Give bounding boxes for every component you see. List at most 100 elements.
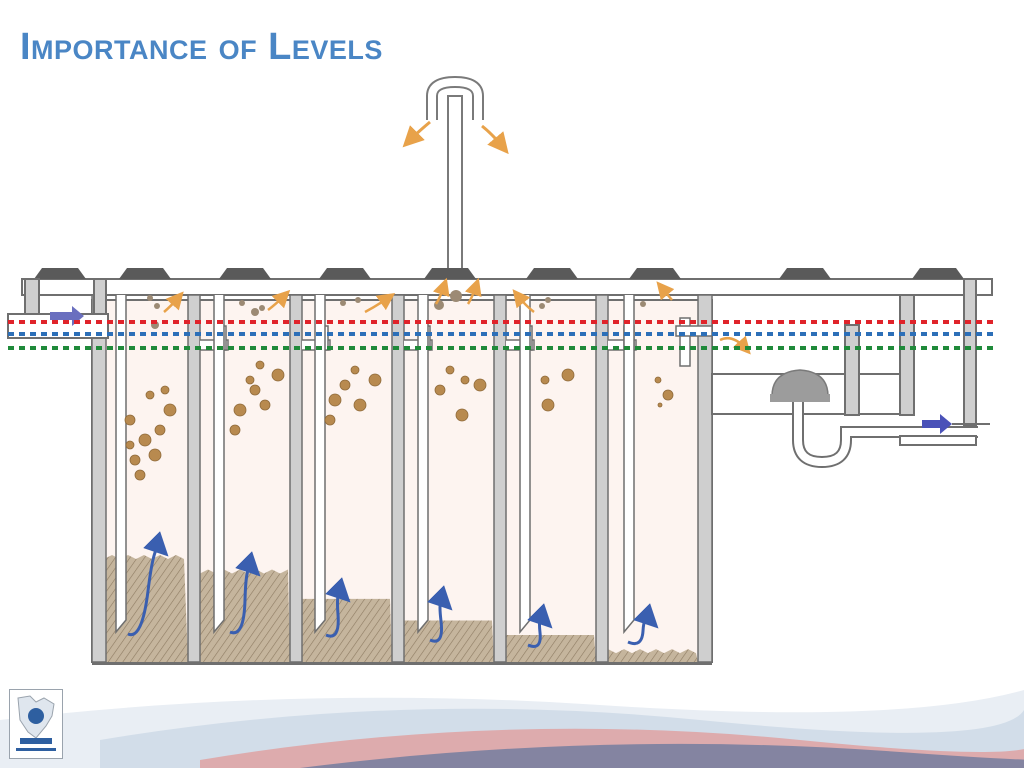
gas-bubble: [539, 303, 545, 309]
gas-bubble: [148, 448, 162, 462]
gas-bubble: [353, 398, 367, 412]
gas-bubble: [662, 389, 674, 401]
gas-bubble: [255, 360, 265, 370]
gas-bubble: [125, 440, 135, 450]
gas-arrow-icon: [464, 277, 482, 305]
gas-bubble: [434, 300, 444, 310]
chamber-wall: [289, 294, 303, 663]
chamber-wall: [391, 294, 405, 663]
gas-bubble: [657, 402, 663, 408]
hanging-baffle: [213, 295, 225, 635]
gas-bubble: [134, 469, 146, 481]
gas-bubble: [124, 414, 136, 426]
manhole-cover: [34, 268, 86, 279]
gas-bubble: [460, 375, 470, 385]
gas-arrow-icon: [267, 289, 291, 311]
upflow-arrows: [127, 531, 659, 648]
gas-bubble: [355, 297, 361, 303]
gas-bubble: [473, 378, 487, 392]
gas-bubble: [129, 454, 141, 466]
gas-bubble: [163, 403, 177, 417]
gas-bubble: [160, 385, 170, 395]
gas-bubble: [350, 365, 360, 375]
gas-bubble: [545, 297, 551, 303]
tank-floor: [92, 662, 712, 665]
sludge-chamber-4: [404, 618, 494, 662]
upflow-arrow-icon: [527, 603, 553, 648]
gas-bubble: [229, 424, 241, 436]
chamber-walls: [91, 294, 713, 665]
upflow-arrow-icon: [127, 531, 169, 637]
chamber-wall: [91, 294, 107, 663]
gas-bubble: [541, 398, 555, 412]
chamber-wall: [595, 294, 609, 663]
chamber-wall: [187, 294, 201, 663]
hanging-baffle: [623, 295, 635, 635]
gas-bubble: [455, 408, 469, 422]
gas-bubble: [271, 368, 285, 382]
chamber-wall: [697, 294, 713, 663]
filter-dome: [771, 369, 829, 397]
gas-bubble: [328, 393, 342, 407]
manhole-cover: [319, 268, 371, 279]
logo-icon: [9, 689, 63, 759]
footer-wave: [0, 690, 1024, 768]
vent-pipe-icon: [402, 75, 509, 272]
chamber-wall: [493, 294, 507, 663]
page-title: Importance of Levels: [20, 26, 383, 68]
manhole-cover: [526, 268, 578, 279]
manhole-cover: [119, 268, 171, 279]
gas-arrow-icon: [163, 291, 184, 313]
manhole-cover: [629, 268, 681, 279]
gas-bubble: [245, 375, 255, 385]
gas-bubble: [249, 384, 261, 396]
hanging-baffle: [417, 295, 429, 635]
gas-bubble: [445, 365, 455, 375]
gas-bubble: [145, 390, 155, 400]
gas-bubble: [154, 424, 166, 436]
gas-arrow-icon: [656, 281, 675, 301]
gas-bubble: [450, 290, 462, 302]
upflow-arrow-icon: [325, 577, 351, 638]
manhole-cover: [424, 268, 476, 279]
gas-bubble: [233, 403, 247, 417]
upflow-arrow-icon: [627, 603, 659, 646]
upflow-arrow-icon: [229, 551, 261, 635]
sludge-chamber-6: [608, 649, 698, 662]
outlet-arrow-icon: [922, 414, 952, 434]
manhole-cover: [219, 268, 271, 279]
manhole-cover: [912, 268, 964, 279]
gas-bubble: [147, 295, 153, 301]
gas-arrow-icon: [719, 335, 751, 355]
gas-bubble: [239, 300, 245, 306]
gas-bubble: [340, 300, 346, 306]
outlet-section: [711, 278, 990, 469]
gas-arrow-icon: [432, 277, 450, 305]
hanging-baffle: [314, 295, 326, 635]
gas-bubble: [640, 301, 646, 307]
gas-bubble: [251, 308, 259, 316]
gas-bubble: [259, 305, 265, 311]
hanging-baffle: [519, 295, 531, 635]
gas-bubble: [324, 414, 336, 426]
overflow-pipe: [679, 317, 691, 367]
gas-bubble: [138, 433, 152, 447]
gas-bubble: [434, 384, 446, 396]
gas-bubbles: [124, 277, 751, 481]
gas-arrow-icon: [364, 293, 396, 314]
sludge-chamber-5: [506, 633, 596, 662]
gas-bubble: [259, 399, 271, 411]
gas-bubble: [561, 368, 575, 382]
manhole-cover: [779, 268, 831, 279]
gas-arrow-icon: [481, 124, 509, 155]
gas-bubble: [654, 376, 662, 384]
gas-bubble: [154, 303, 160, 309]
gas-bubble: [339, 379, 351, 391]
baffled-reactor-diagram: [7, 75, 996, 665]
gas-arrow-icon: [402, 120, 431, 148]
upflow-arrow-icon: [427, 585, 453, 643]
hanging-baffle: [115, 295, 127, 635]
gas-bubble: [540, 375, 550, 385]
manhole-covers: [34, 268, 964, 279]
gas-arrow-icon: [512, 289, 535, 313]
